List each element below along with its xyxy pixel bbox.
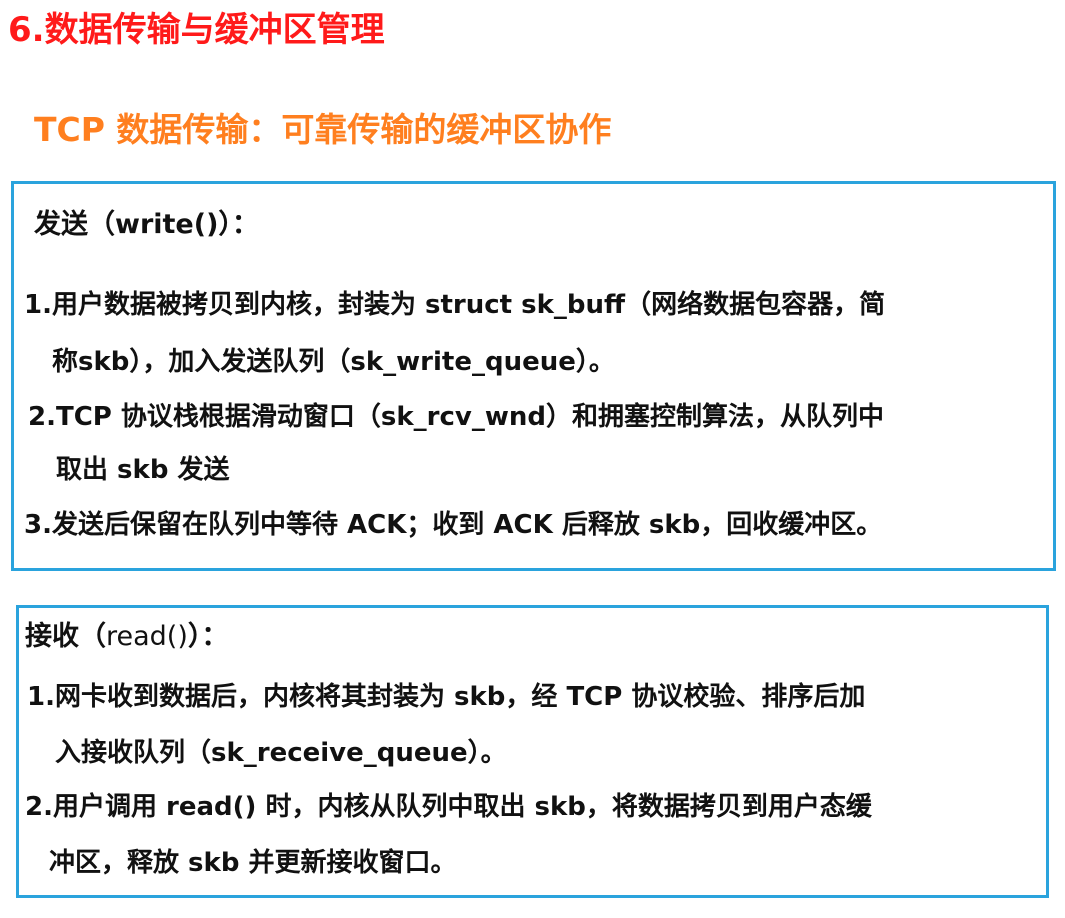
section-subtitle: TCP 数据传输：可靠传输的缓冲区协作 [34, 110, 612, 149]
receive-heading: 接收（read()）： [25, 614, 228, 653]
receive-line-1: 1.网卡收到数据后，内核将其封装为 skb，经 TCP 协议校验、排序后加 [27, 682, 866, 712]
send-panel: 发送（write()）： 1.用户数据被拷贝到内核，封装为 struct sk_… [11, 181, 1056, 571]
send-line-2: 称skb），加入发送队列（sk_write_queue）。 [52, 347, 615, 377]
receive-line-3: 2.用户调用 read() 时，内核从队列中取出 skb，将数据拷贝到用户态缓 [25, 792, 872, 822]
receive-line-2: 入接收队列（sk_receive_queue）。 [55, 738, 507, 768]
send-heading-main: 发送 [34, 209, 88, 240]
send-heading: 发送（write()）： [34, 202, 259, 241]
receive-heading-main: 接收 [25, 621, 79, 652]
receive-panel: 接收（read()）： 1.网卡收到数据后，内核将其封装为 skb，经 TCP … [16, 605, 1049, 898]
send-heading-api: （write()）： [88, 209, 259, 240]
receive-heading-close: ）： [187, 621, 229, 652]
send-line-5: 3.发送后保留在队列中等待 ACK；收到 ACK 后释放 skb，回收缓冲区。 [24, 510, 883, 540]
receive-heading-open: （ [79, 621, 106, 652]
page-title: 6.数据传输与缓冲区管理 [8, 10, 385, 50]
send-line-4: 取出 skb 发送 [56, 455, 230, 485]
receive-line-4: 冲区，释放 skb 并更新接收窗口。 [49, 848, 457, 878]
receive-heading-api: read() [106, 621, 188, 652]
send-line-1: 1.用户数据被拷贝到内核，封装为 struct sk_buff（网络数据包容器，… [24, 290, 886, 320]
send-line-3: 2.TCP 协议栈根据滑动窗口（sk_rcv_wnd）和拥塞控制算法，从队列中 [28, 402, 884, 432]
